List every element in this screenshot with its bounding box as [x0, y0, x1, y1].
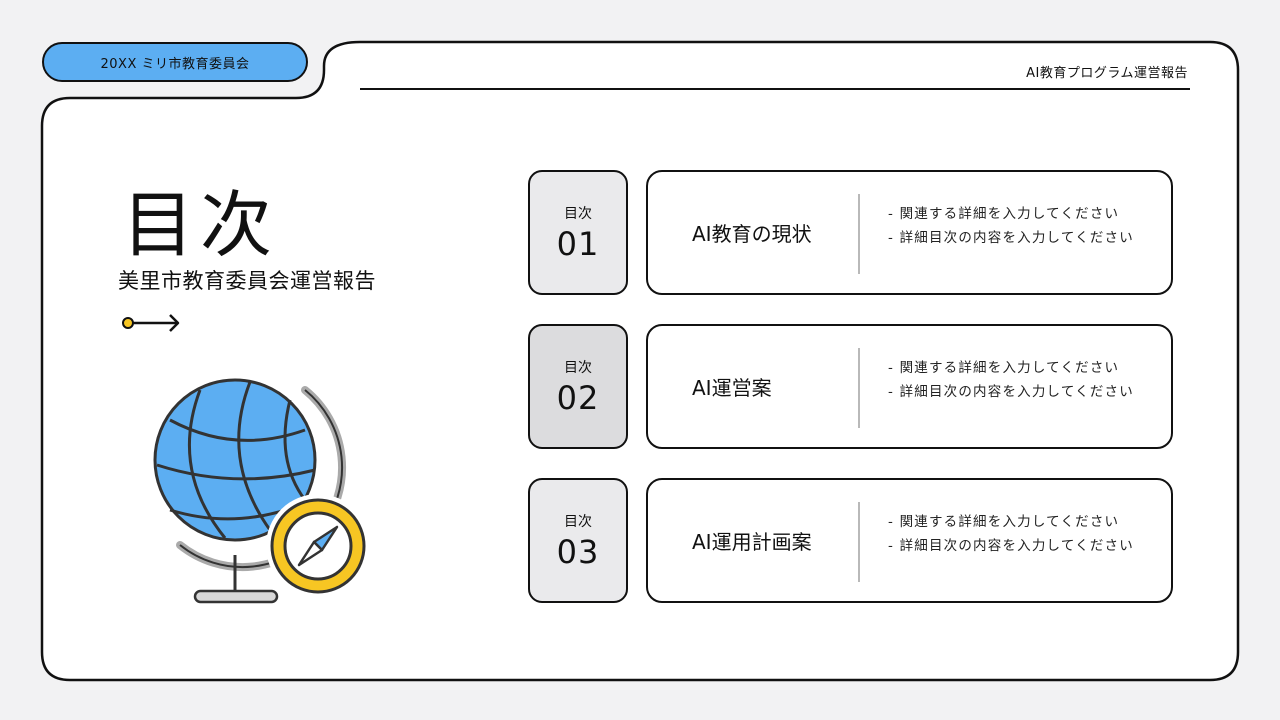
toc-number-label: 目次	[564, 513, 592, 530]
toc-description: - 関連する詳細を入力してください - 詳細目次の内容を入力してください	[888, 202, 1146, 250]
toc-heading: AI運営案	[692, 376, 772, 400]
page-title: 目次	[122, 183, 279, 267]
toc-number: 03	[556, 532, 600, 571]
toc-heading: AI教育の現状	[692, 222, 812, 246]
toc-description: - 関連する詳細を入力してください - 詳細目次の内容を入力してください	[888, 356, 1146, 404]
card-divider	[858, 348, 860, 428]
toc-description: - 関連する詳細を入力してください - 詳細目次の内容を入力してください	[888, 510, 1146, 558]
report-title: AI教育プログラム運営報告	[1026, 66, 1188, 81]
toc-number: 01	[556, 224, 600, 263]
toc-description-line: - 詳細目次の内容を入力してください	[888, 538, 1134, 554]
toc-number-label: 目次	[564, 205, 592, 222]
toc-description-line: - 関連する詳細を入力してください	[888, 360, 1120, 376]
card-divider	[858, 194, 860, 274]
toc-card-2: AI運営案 - 関連する詳細を入力してください - 詳細目次の内容を入力してくだ…	[646, 324, 1173, 449]
toc-description-line: - 詳細目次の内容を入力してください	[888, 384, 1134, 400]
toc-description-line: - 関連する詳細を入力してください	[888, 206, 1120, 222]
page-subtitle: 美里市教育委員会運営報告	[118, 269, 376, 293]
organization-badge: 20XX ミリ市教育委員会	[42, 42, 308, 82]
toc-number-box-2: 目次 02	[528, 324, 628, 449]
header-divider	[360, 88, 1190, 90]
toc-heading: AI運用計画案	[692, 530, 812, 554]
toc-description-line: - 詳細目次の内容を入力してください	[888, 230, 1134, 246]
card-divider	[858, 502, 860, 582]
toc-number-box-3: 目次 03	[528, 478, 628, 603]
toc-number-box-1: 目次 01	[528, 170, 628, 295]
organization-label: 20XX ミリ市教育委員会	[100, 56, 250, 72]
toc-card-1: AI教育の現状 - 関連する詳細を入力してください - 詳細目次の内容を入力して…	[646, 170, 1173, 295]
toc-card-3: AI運用計画案 - 関連する詳細を入力してください - 詳細目次の内容を入力して…	[646, 478, 1173, 603]
toc-number: 02	[556, 378, 600, 417]
arrow-right-icon	[122, 314, 180, 332]
toc-description-line: - 関連する詳細を入力してください	[888, 514, 1120, 530]
toc-number-label: 目次	[564, 359, 592, 376]
globe-compass-illustration	[153, 378, 370, 604]
